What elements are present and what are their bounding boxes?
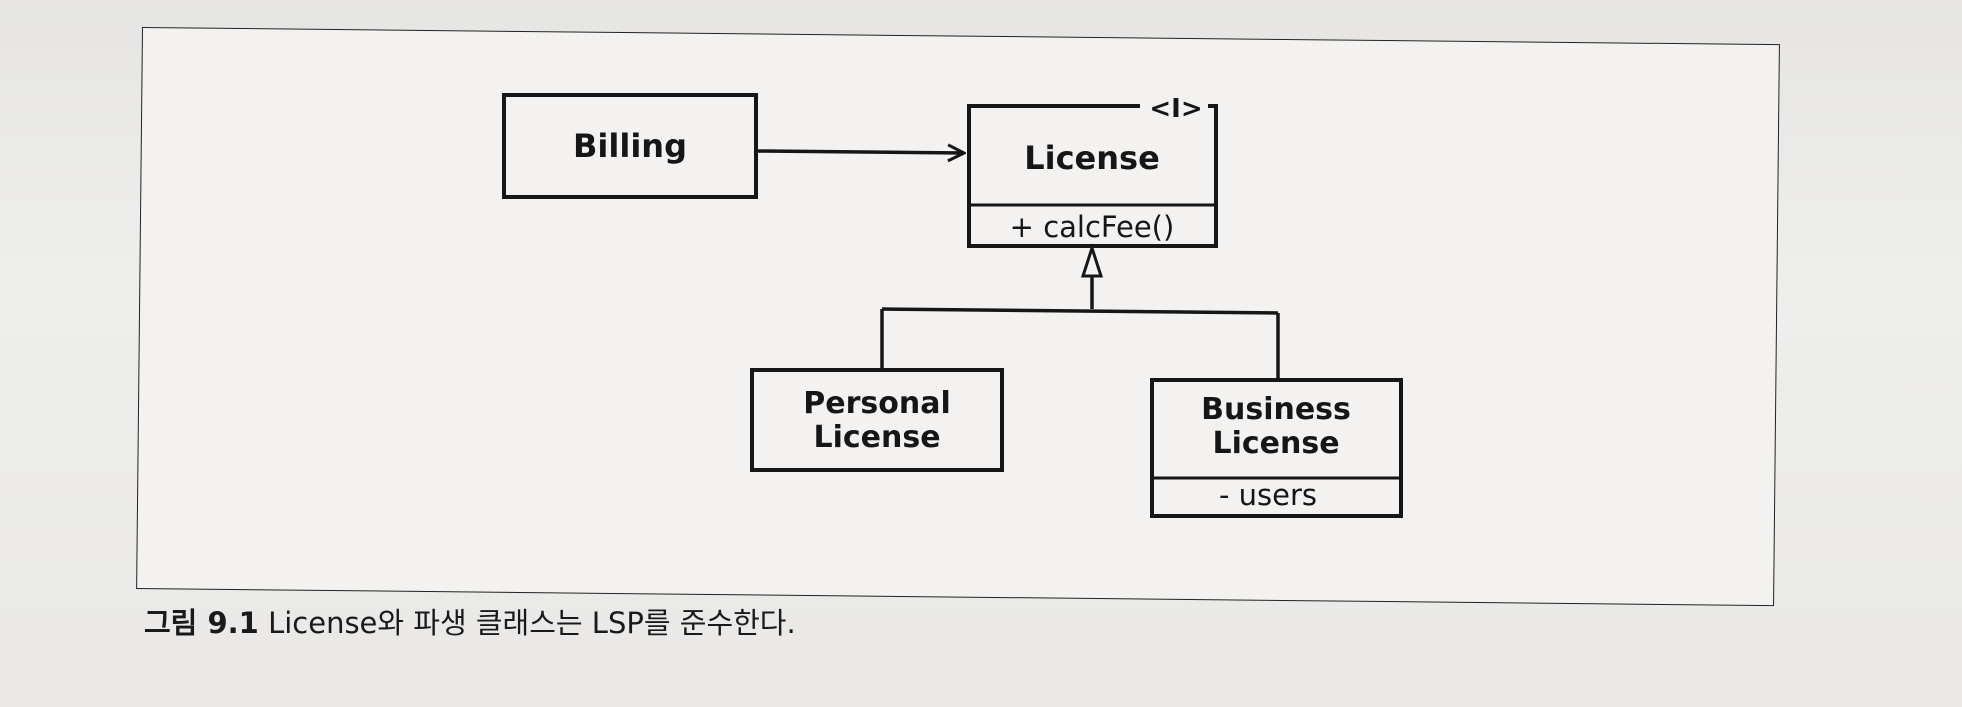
business-license-class: Business License - users bbox=[1150, 378, 1403, 518]
users-field: - users bbox=[1219, 478, 1317, 512]
personal-license-class: Personal License bbox=[750, 368, 1004, 472]
business-license-line1: Business bbox=[1201, 392, 1351, 427]
billing-class: Billing bbox=[502, 93, 758, 199]
license-label: License bbox=[1024, 139, 1160, 177]
figure-caption: 그림 9.1 License와 파생 클래스는 LSP를 준수한다. bbox=[144, 600, 796, 642]
interface-stereotype: <I> bbox=[1149, 94, 1202, 124]
billing-label: Billing bbox=[573, 127, 687, 165]
calcfee-method: + calcFee() bbox=[1010, 210, 1175, 244]
caption-text: License와 파생 클래스는 LSP를 준수한다. bbox=[268, 606, 796, 640]
personal-license-line1: Personal bbox=[803, 386, 950, 421]
personal-license-line2: License bbox=[813, 420, 940, 455]
business-license-line2: License bbox=[1212, 426, 1339, 461]
license-interface: <I> License + calcFee() bbox=[967, 94, 1218, 248]
figure-number: 그림 9.1 bbox=[144, 606, 259, 640]
association-arrow bbox=[755, 151, 964, 153]
inheritance-connector bbox=[880, 243, 1280, 380]
